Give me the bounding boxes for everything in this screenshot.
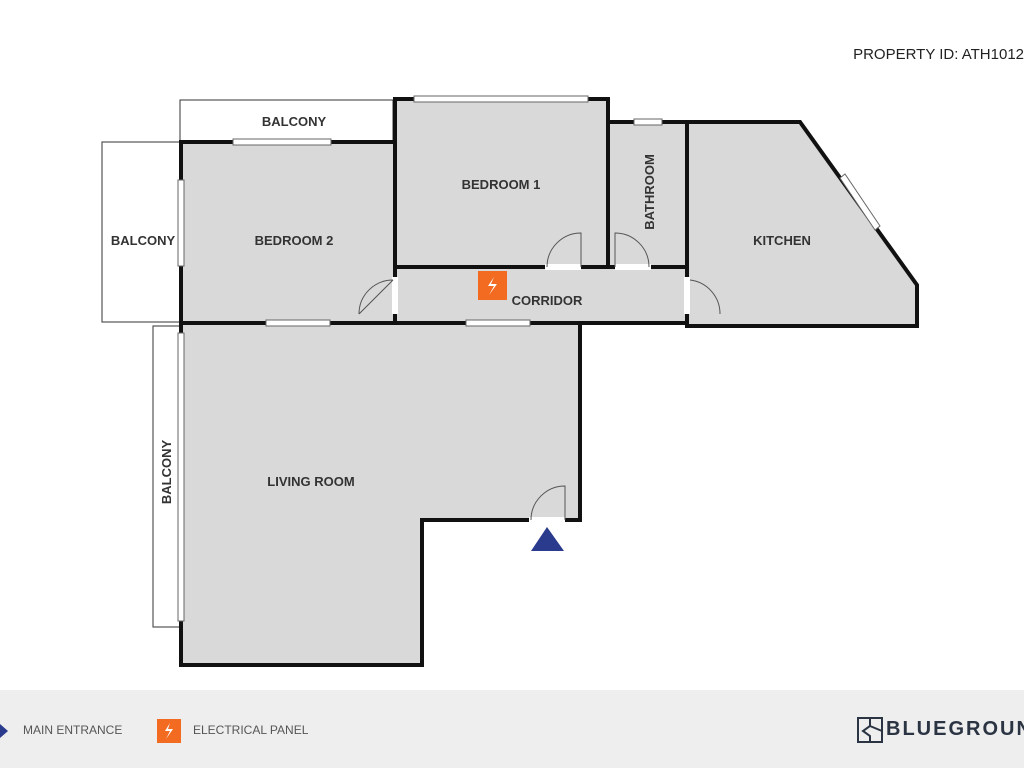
balcony-lower (152, 325, 182, 628)
window (839, 173, 881, 231)
window (633, 118, 663, 126)
window (413, 95, 589, 103)
label-bedroom-2: BEDROOM 2 (255, 233, 334, 248)
legend-electrical-panel: ELECTRICAL PANEL (193, 723, 309, 737)
door-swing (358, 279, 394, 315)
door-swing (689, 279, 721, 315)
window (177, 332, 185, 622)
brand-name: BLUEGROUND (886, 718, 1024, 740)
window (177, 179, 185, 267)
label-living-room: LIVING ROOM (267, 474, 354, 489)
main-entrance-icon (0, 724, 8, 738)
label-balcony-top: BALCONY (262, 114, 327, 129)
door-swing (546, 232, 582, 268)
legend-bar: MAIN ENTRANCE ELECTRICAL PANEL BLUEGROUN… (0, 690, 1024, 768)
label-bedroom-1: BEDROOM 1 (462, 177, 541, 192)
label-balcony-left: BALCONY (111, 233, 176, 248)
blueground-logo-icon (857, 717, 883, 743)
property-id: PROPERTY ID: ATH1012 (853, 46, 1024, 63)
sliding-door (265, 319, 331, 327)
sliding-door (465, 319, 531, 327)
door-swing (614, 232, 650, 268)
window (232, 138, 332, 146)
label-corridor: CORRIDOR (512, 293, 583, 308)
legend-main-entrance: MAIN ENTRANCE (23, 723, 123, 737)
main-entrance-icon (531, 527, 564, 551)
label-bathroom: BATHROOM (642, 154, 657, 230)
electrical-panel-icon (157, 719, 181, 743)
electrical-panel-icon (478, 271, 507, 300)
floor-plan: BALCONY BALCONY BALCONY BEDROOM 1 BEDROO… (101, 95, 919, 667)
kitchen (685, 120, 919, 328)
door-swing (530, 485, 566, 521)
living-room (179, 321, 582, 667)
label-balcony-lower: BALCONY (159, 440, 174, 505)
label-kitchen: KITCHEN (753, 233, 811, 248)
balcony-left (101, 141, 182, 323)
